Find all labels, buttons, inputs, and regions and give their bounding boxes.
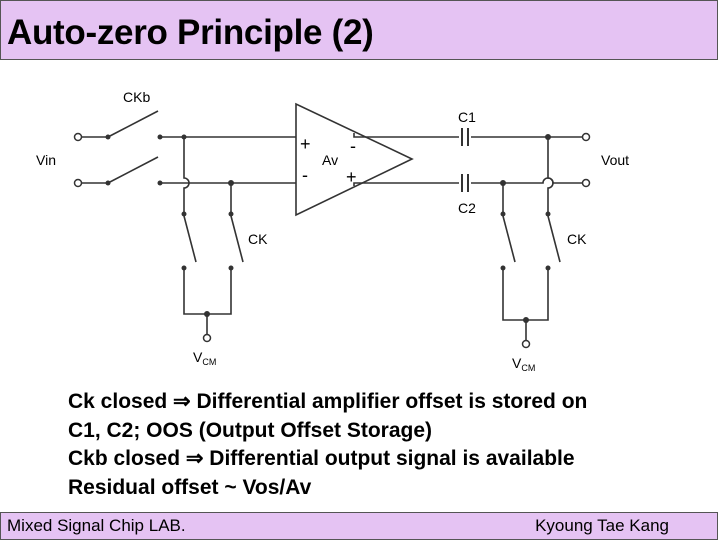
amplifier-output-minus: -	[350, 136, 356, 156]
ck-switch-left-a	[183, 215, 197, 263]
amplifier-gain-label: Av	[322, 152, 338, 168]
amplifier-triangle	[295, 102, 414, 217]
caption-line-1: Ck closed ⇒ Differential amplifier offse…	[68, 390, 588, 413]
caption-text-block: Ck closed ⇒ Differential amplifier offse…	[68, 388, 587, 502]
footer-lab-name: Mixed Signal Chip LAB.	[7, 516, 186, 535]
slide-title: Auto-zero Principle (2)	[7, 13, 374, 52]
c1-label: C1	[458, 109, 476, 125]
vcm-terminal-left	[202, 333, 212, 343]
ck-label-left: CK	[248, 231, 268, 247]
ck-switch-right-a	[502, 215, 516, 263]
vcm-terminal-right	[521, 339, 531, 349]
caption-line-4: Residual offset ~ Vos/Av	[68, 475, 312, 499]
auto-zero-circuit-diagram: CKb Vin Vout C1 C2 CK CK Av + - - + VCM …	[36, 89, 629, 373]
vout-terminal-top	[581, 132, 591, 142]
ck-switch-left-b	[230, 215, 244, 263]
vin-terminal-top	[73, 132, 83, 142]
vin-label: Vin	[36, 152, 56, 168]
amplifier-input-minus: -	[302, 165, 308, 185]
c2-label: C2	[458, 200, 476, 216]
vin-terminal-bottom	[73, 178, 83, 188]
caption-line-2: C1, C2; OOS (Output Offset Storage)	[68, 418, 433, 442]
amplifier-input-plus: +	[300, 134, 311, 154]
vout-label: Vout	[601, 152, 629, 168]
vcm-label-left: VCM	[193, 349, 216, 367]
footer-bar: Mixed Signal Chip LAB. Kyoung Tae Kang	[0, 512, 718, 540]
footer-author: Kyoung Tae Kang	[535, 516, 669, 535]
ck-label-right: CK	[567, 231, 587, 247]
ck-switch-right-b	[547, 215, 561, 263]
ckb-label: CKb	[123, 89, 150, 105]
vcm-label-right: VCM	[512, 355, 535, 373]
title-bar: Auto-zero Principle (2)	[0, 0, 718, 60]
caption-line-3: Ckb closed ⇒ Differential output signal …	[68, 447, 575, 470]
vout-terminal-bottom	[581, 178, 591, 188]
amplifier-output-plus: +	[346, 167, 357, 187]
ckb-switch-bottom	[107, 156, 159, 184]
ckb-switch-top	[107, 110, 159, 138]
